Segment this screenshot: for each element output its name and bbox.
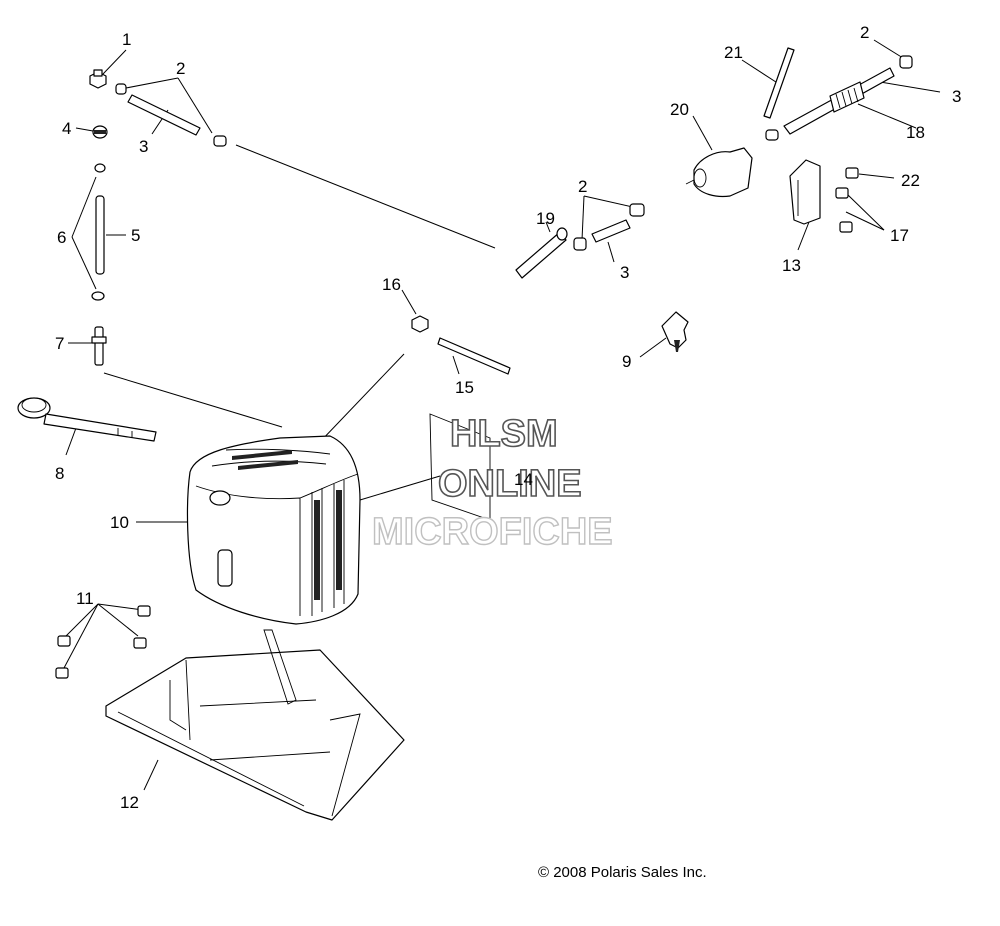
watermark: HLSM ONLINE MICROFICHE [371, 412, 613, 554]
callout-21: 21 [724, 43, 743, 62]
callout-1: 1 [122, 30, 131, 49]
callout-2: 2 [176, 59, 185, 78]
callout-2-right: 2 [860, 23, 869, 42]
part-4-grommet [92, 125, 108, 139]
part-7-fitting [91, 326, 107, 366]
callout-19: 19 [536, 209, 555, 228]
callout-13: 13 [782, 256, 801, 275]
callout-3: 3 [139, 137, 148, 156]
part-2-caps-left [115, 83, 227, 147]
part-17-22-bolts [835, 167, 859, 233]
callout-11: 11 [76, 589, 94, 608]
part-16-valve [411, 315, 429, 333]
callout-5: 5 [131, 226, 140, 245]
callout-18: 18 [906, 123, 925, 142]
part-2-3-middle [573, 203, 645, 251]
part-8-fuel-cap [17, 397, 157, 442]
callout-4: 4 [62, 119, 71, 138]
callout-8: 8 [55, 464, 64, 483]
watermark-line1: HLSM [450, 413, 558, 455]
callout-10: 10 [110, 513, 129, 532]
copyright-notice: © 2008 Polaris Sales Inc. [538, 864, 707, 881]
part-21-rod [763, 47, 795, 119]
callout-2-middle: 2 [578, 177, 587, 196]
callout-6: 6 [57, 228, 66, 247]
watermark-line3: MICROFICHE [372, 511, 613, 553]
part-9-clip [661, 311, 689, 352]
callout-3-middle: 3 [620, 263, 629, 282]
part-20-fuel-pump [685, 147, 753, 198]
part-3-tube-left [127, 94, 201, 136]
part-12-frame [105, 629, 405, 821]
callout-17: 17 [890, 226, 909, 245]
callout-15: 15 [455, 378, 474, 397]
part-18-sleeve [765, 55, 913, 141]
callout-12: 12 [120, 793, 139, 812]
watermark-line2: ONLINE [438, 463, 582, 505]
part-callouts: 1 2 3 4 5 6 7 8 9 10 11 12 13 14 15 16 1… [55, 23, 961, 812]
callout-22: 22 [901, 171, 920, 190]
callout-9: 9 [622, 352, 631, 371]
callout-16: 16 [382, 275, 401, 294]
part-19-filter [515, 227, 568, 279]
part-15-tube [437, 337, 511, 375]
part-13-bracket [789, 159, 821, 225]
callout-7: 7 [55, 334, 64, 353]
part-5-hose [91, 163, 106, 301]
part-14-shield [429, 413, 491, 521]
callout-20: 20 [670, 100, 689, 119]
callout-3-right: 3 [952, 87, 961, 106]
callout-14: 14 [514, 470, 533, 489]
part-11-bolts [55, 605, 151, 679]
leader-lines [63, 39, 941, 791]
part-10-fuel-tank [186, 435, 361, 625]
part-1-vent-valve [89, 69, 107, 89]
